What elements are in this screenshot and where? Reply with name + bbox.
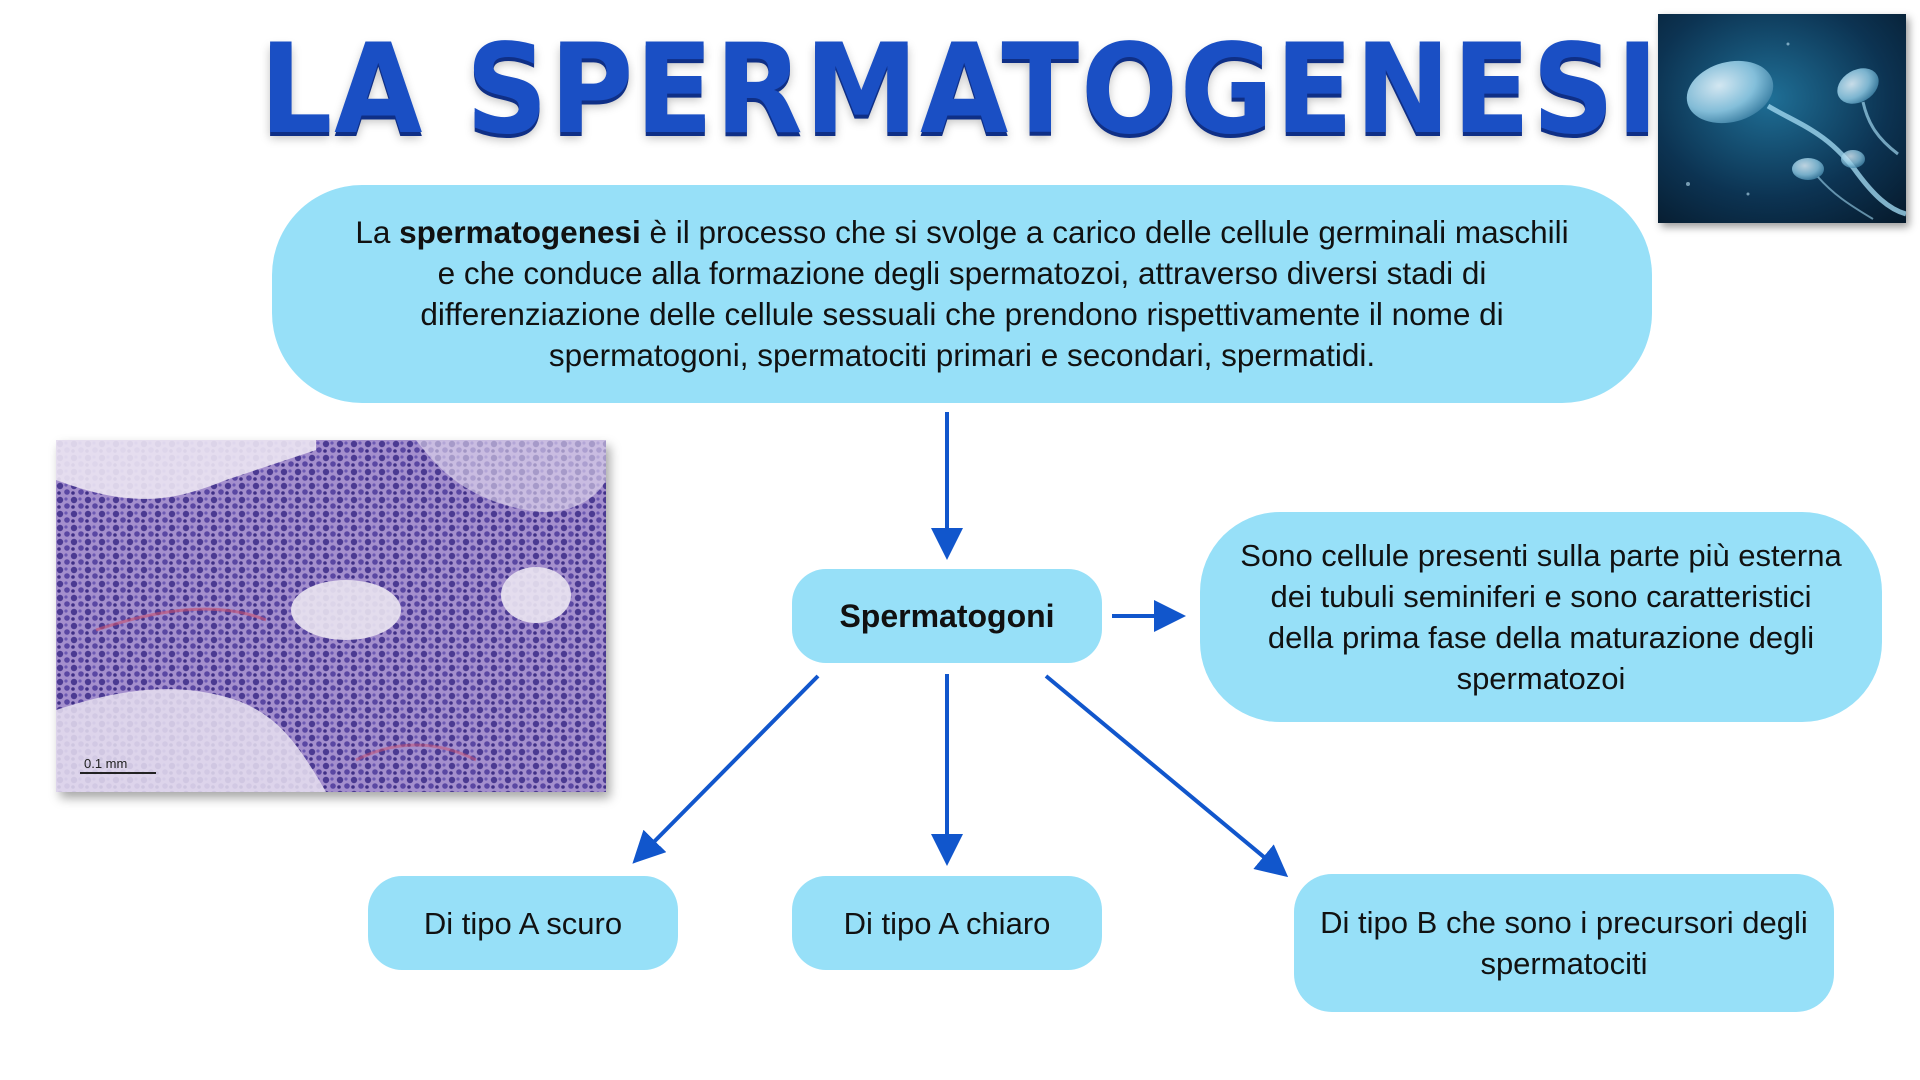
type-a-scuro-node: Di tipo A scuro <box>368 876 678 970</box>
spermatogoni-label: Spermatogoni <box>839 597 1055 634</box>
type-a-chiaro-label: Di tipo A chiaro <box>843 905 1051 941</box>
type-a-chiaro-node: Di tipo A chiaro <box>792 876 1102 970</box>
arrow-to-type-a-scuro <box>632 674 820 864</box>
micrograph-image: 0.1 mm <box>56 440 606 792</box>
page-title: LA SPERMATOGENESI <box>259 18 1661 162</box>
type-a-scuro-label: Di tipo A scuro <box>423 905 623 941</box>
description-bubble: Sono cellule presenti sulla parte più es… <box>1200 512 1882 722</box>
sperm-illustration <box>1658 14 1906 223</box>
arrow-to-type-b <box>1044 674 1289 878</box>
intro-term: spermatogenesi <box>399 214 641 250</box>
intro-text: è il processo che si svolge a carico del… <box>420 214 1569 373</box>
scale-label: 0.1 mm <box>84 756 128 771</box>
type-b-label: Di tipo B che sono i precursori degli sp… <box>1320 905 1808 981</box>
intro-bubble: La spermatogenesi è il processo che si s… <box>272 185 1652 403</box>
description-text: Sono cellule presenti sulla parte più es… <box>1240 538 1842 696</box>
type-b-node: Di tipo B che sono i precursori degli sp… <box>1294 874 1834 1012</box>
spermatogoni-node: Spermatogoni <box>792 569 1102 663</box>
scale-bar <box>80 772 156 774</box>
intro-prefix: La <box>355 214 400 250</box>
